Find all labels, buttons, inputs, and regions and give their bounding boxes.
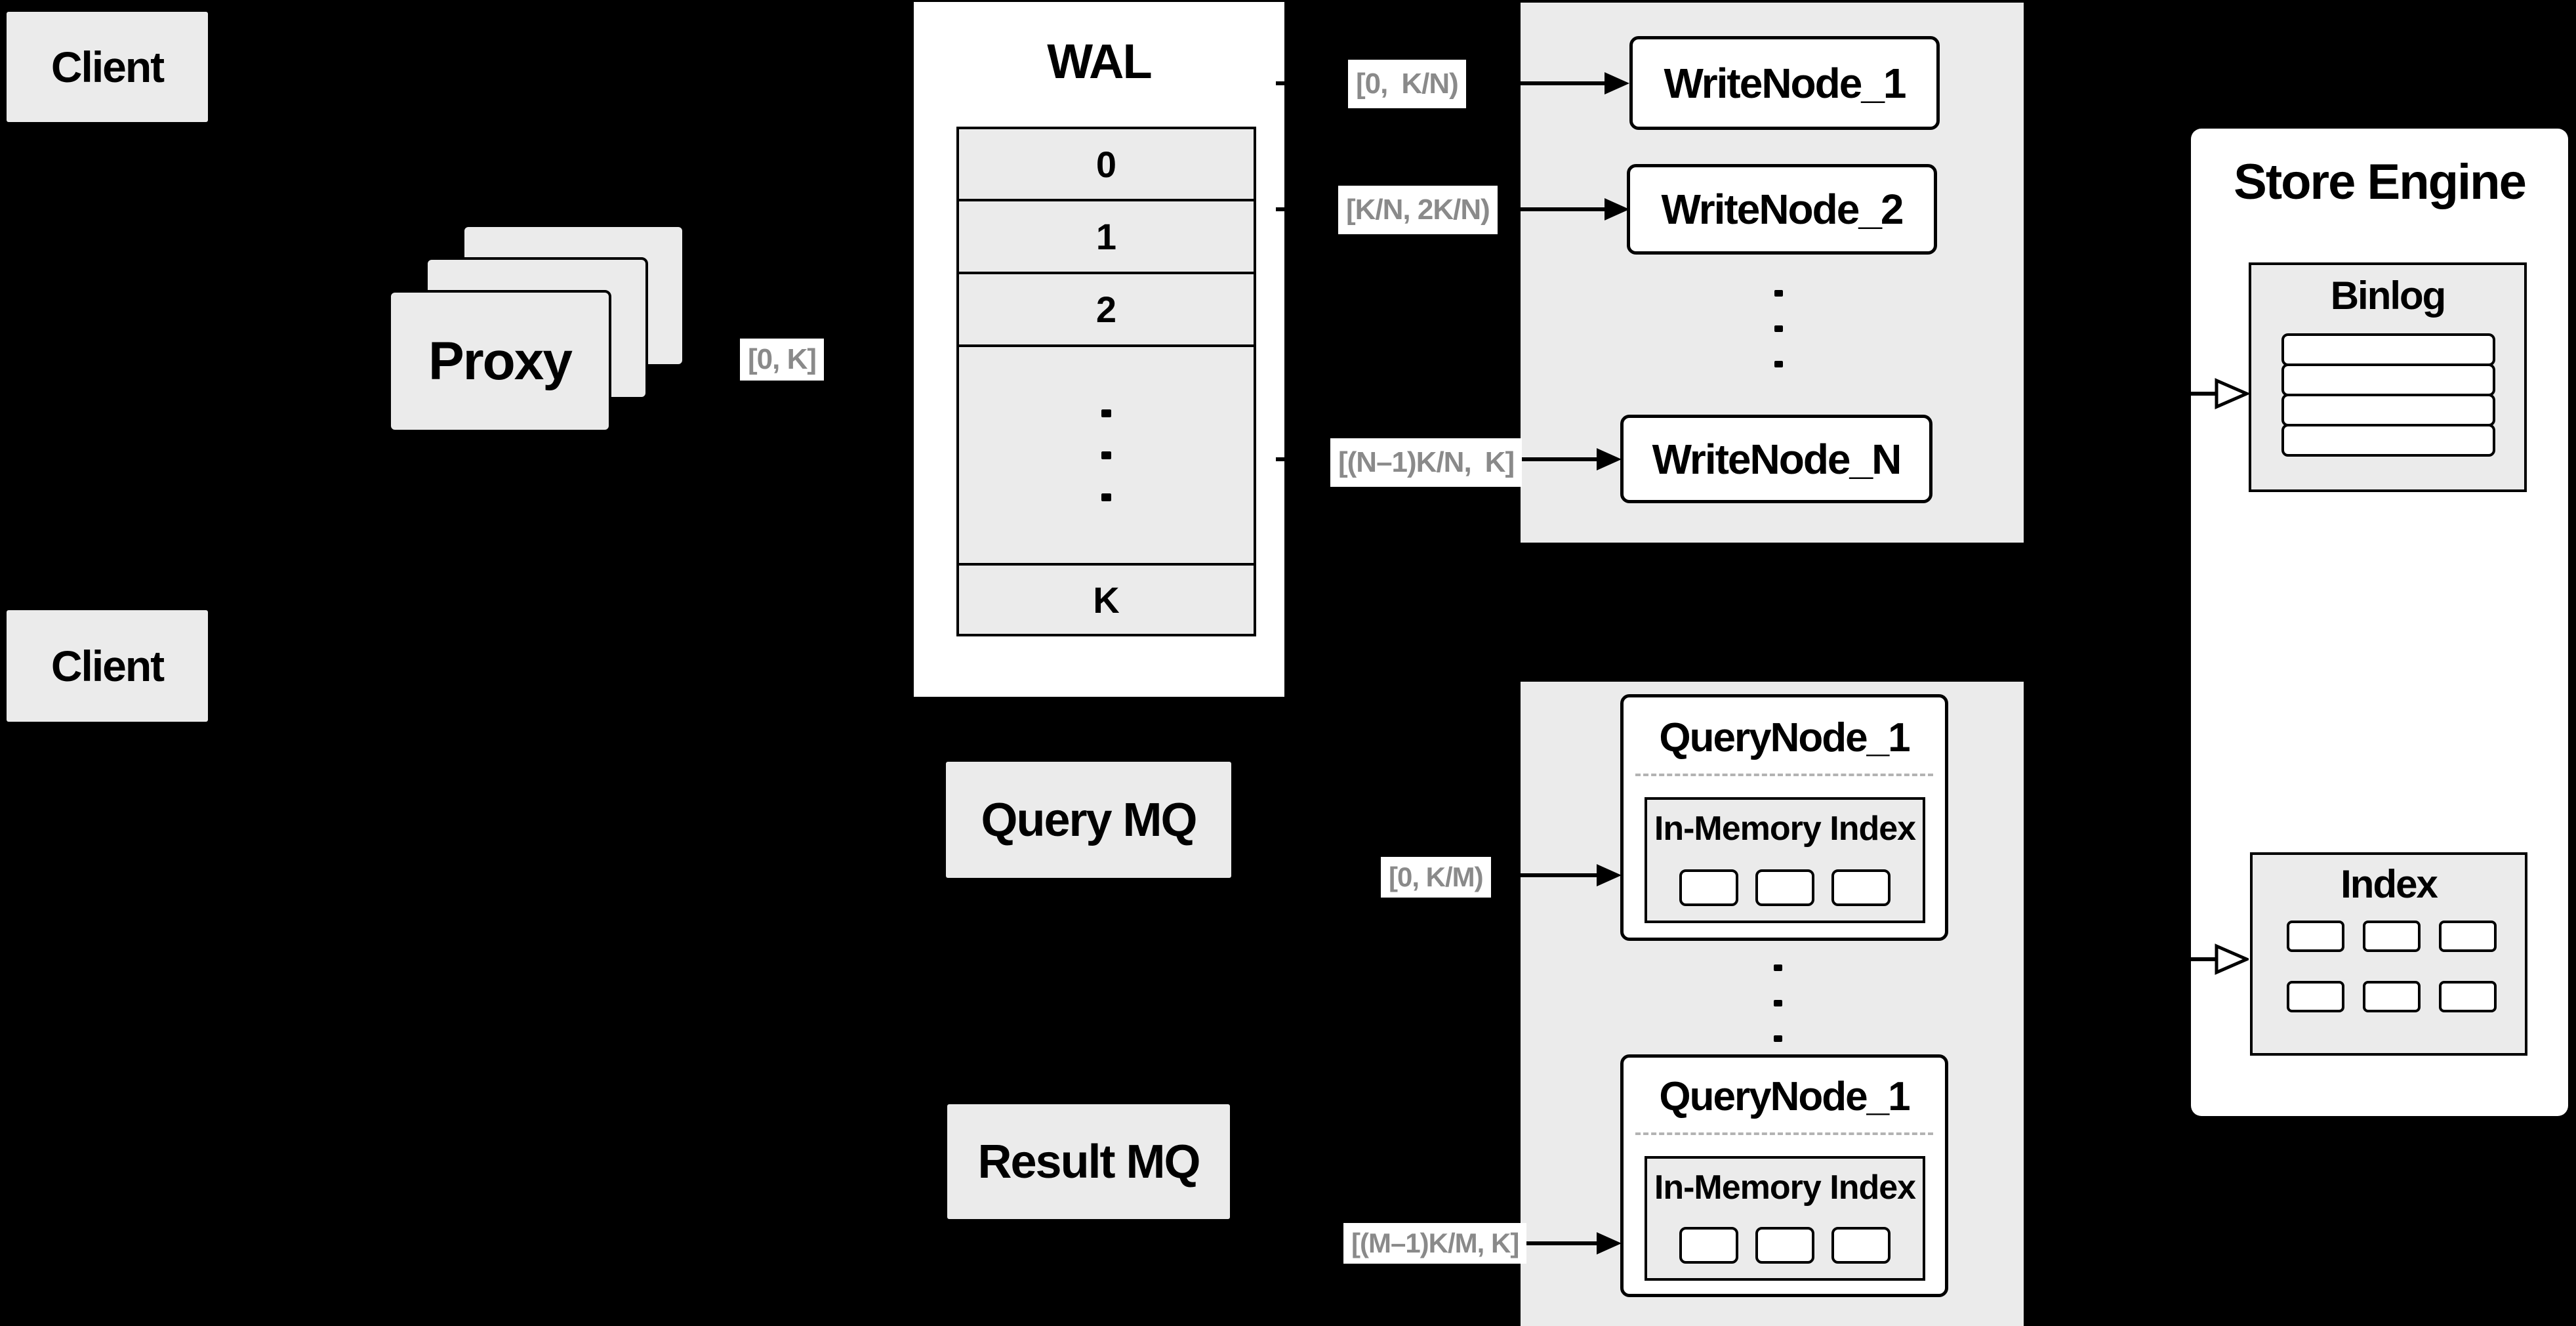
client-top-label: Client: [51, 43, 165, 91]
write-node-2-label: WriteNode_2: [1661, 186, 1904, 233]
wal-table: 0 1 2 K: [956, 127, 1256, 636]
index-cell: [2363, 921, 2421, 952]
vertical-ellipsis: [1774, 950, 1782, 1056]
index-cell: [2287, 981, 2344, 1012]
wal-row-ellipsis: [959, 347, 1254, 566]
segment-cell: [1679, 869, 1738, 906]
segment-cell: [1831, 869, 1891, 906]
in-memory-index-label: In-Memory Index: [1654, 810, 1916, 848]
write-node-n: WriteNode_N: [1620, 415, 1932, 503]
wal-row: K: [959, 566, 1254, 634]
wal-title: WAL: [1047, 34, 1152, 89]
proxy-card-front: Proxy: [388, 290, 611, 432]
query-mq-box: Query MQ: [946, 762, 1231, 878]
arrow-write-1-head: [1605, 72, 1629, 94]
query-node-2-label: QueryNode_1: [1659, 1074, 1910, 1119]
binlog-rows: [2281, 333, 2495, 457]
binlog-box: Binlog: [2249, 262, 2527, 492]
result-mq-label: Result MQ: [977, 1135, 1200, 1188]
client-box-top: Client: [7, 12, 208, 122]
write-node-2: WriteNode_2: [1627, 164, 1937, 255]
query-node-1: QueryNode_1 In-Memory Index: [1620, 694, 1948, 941]
segment-row: [1647, 869, 1923, 906]
write-range-label-1: [0, K/N): [1348, 60, 1466, 108]
wal-row: 0: [959, 129, 1254, 201]
store-engine-box: Store Engine Binlog Index: [2191, 129, 2568, 1116]
write-range-label-3: [(N–1)K/N, K]: [1330, 438, 1523, 487]
query-mq-label: Query MQ: [981, 793, 1197, 846]
write-node-1-label: WriteNode_1: [1664, 59, 1906, 107]
query-node-2: QueryNode_1 In-Memory Index: [1620, 1054, 1948, 1297]
in-memory-index-box: In-Memory Index: [1645, 797, 1925, 923]
arrow-query-1-head: [1597, 864, 1622, 886]
arrow-binlog-shaft: [2133, 392, 2216, 396]
dashed-separator: [1635, 1132, 1933, 1135]
index-cell: [2439, 921, 2497, 952]
index-cells: [2287, 921, 2497, 1012]
segment-cell: [1831, 1227, 1891, 1264]
segment-cell: [1755, 1227, 1814, 1264]
index-cell: [2287, 921, 2344, 952]
binlog-title: Binlog: [2330, 274, 2447, 318]
write-node-1: WriteNode_1: [1629, 36, 1940, 130]
proxy-label: Proxy: [428, 331, 573, 391]
client-bottom-label: Client: [51, 642, 165, 690]
arrow-index-shaft: [2133, 957, 2216, 961]
binlog-row: [2281, 394, 2495, 426]
arrow-write-2-head: [1605, 198, 1629, 220]
index-box: Index: [2250, 852, 2527, 1056]
query-range-label-1: [0, K/M): [1381, 857, 1491, 898]
proxy-range-label: [0, K]: [740, 339, 824, 381]
vertical-ellipsis: [1101, 392, 1111, 518]
arrow-index-open-head: [2215, 943, 2249, 975]
binlog-row: [2281, 363, 2495, 396]
index-title: Index: [2341, 862, 2438, 906]
index-cell: [2363, 981, 2421, 1012]
segment-cell: [1755, 869, 1814, 906]
arrow-query-2-head: [1597, 1232, 1622, 1254]
arrow-write-3-head: [1597, 448, 1622, 470]
binlog-row: [2281, 424, 2495, 457]
wal-row: 2: [959, 274, 1254, 347]
vertical-ellipsis: [1774, 276, 1783, 382]
index-cell: [2439, 981, 2497, 1012]
query-range-label-2: [(M–1)K/M, K]: [1343, 1223, 1527, 1264]
query-node-1-label: QueryNode_1: [1659, 715, 1910, 760]
wal-row: 1: [959, 201, 1254, 274]
arrow-binlog-open-head: [2215, 378, 2249, 409]
binlog-row: [2281, 333, 2495, 366]
segment-cell: [1679, 1227, 1738, 1264]
result-mq-box: Result MQ: [947, 1104, 1230, 1219]
in-memory-index-box: In-Memory Index: [1645, 1156, 1925, 1281]
client-box-bottom: Client: [7, 610, 208, 722]
write-range-label-2: [K/N, 2K/N): [1338, 186, 1498, 234]
store-engine-title: Store Engine: [2234, 154, 2527, 210]
dashed-separator: [1635, 774, 1933, 776]
segment-row: [1647, 1227, 1923, 1264]
write-node-n-label: WriteNode_N: [1652, 435, 1902, 483]
in-memory-index-label: In-Memory Index: [1654, 1169, 1916, 1207]
